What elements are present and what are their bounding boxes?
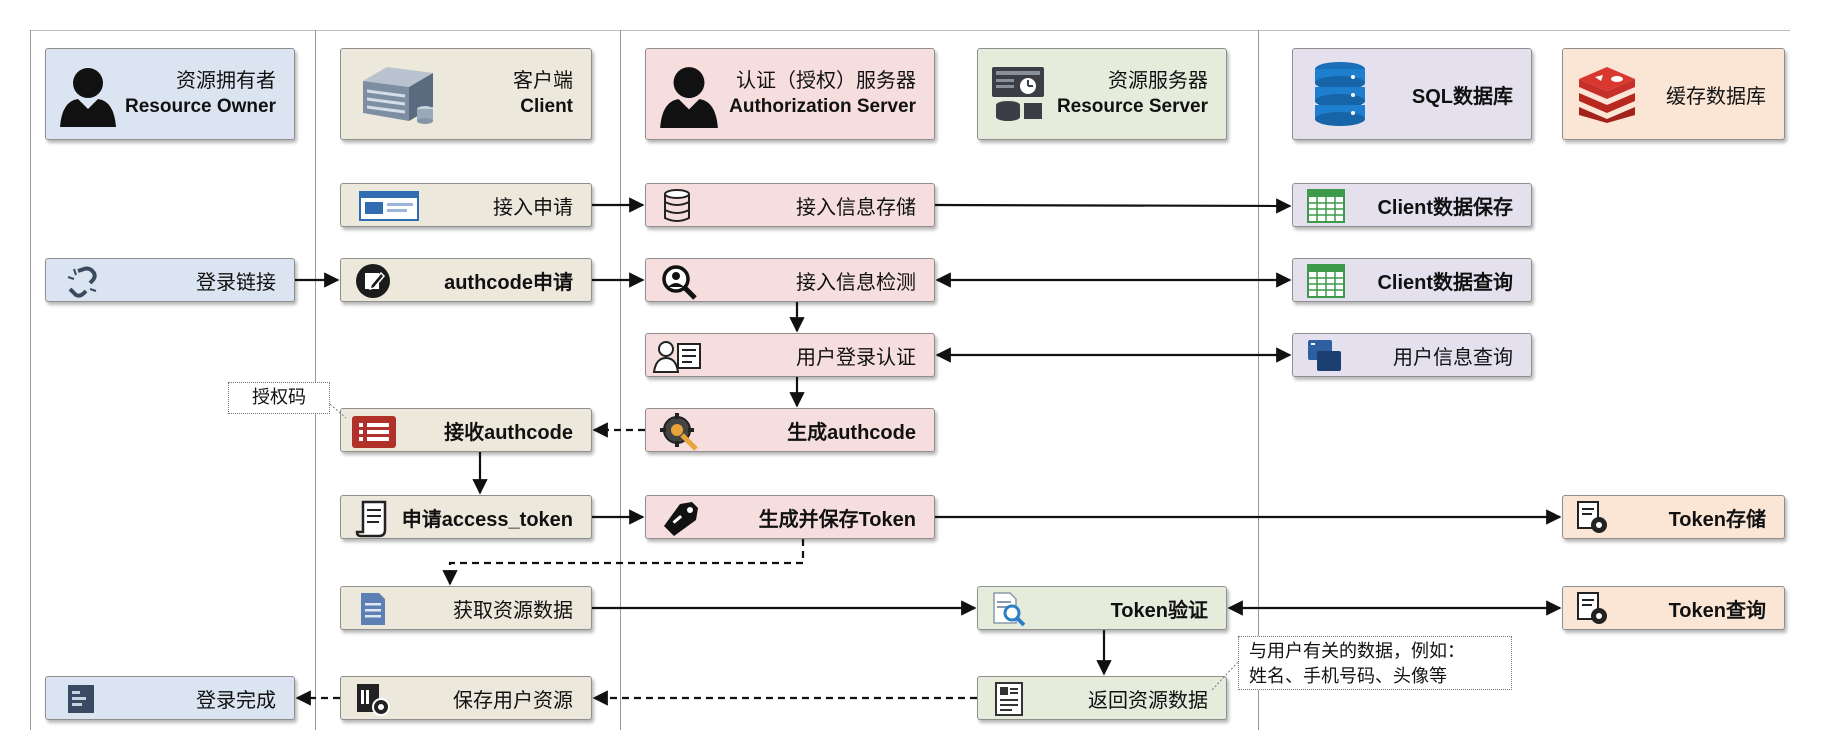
callout-text-line1: 与用户有关的数据，例如： xyxy=(1249,641,1465,662)
lane-header-resource-server: 资源服务器 Resource Server xyxy=(977,48,1227,140)
step-label: 用户登录认证 xyxy=(796,346,916,369)
step-return-resource: 返回资源数据 xyxy=(977,676,1227,720)
step-label: 接入信息检测 xyxy=(796,271,916,294)
step-get-resource: 获取资源数据 xyxy=(340,586,592,630)
browser-window-icon xyxy=(359,191,419,221)
lane-title-en: Authorization Server xyxy=(729,96,916,117)
redis-icon xyxy=(1579,67,1635,123)
arrow-store-to-client-save xyxy=(934,198,1292,214)
diagram-top-border xyxy=(30,30,1790,31)
step-label: 接收authcode xyxy=(444,421,573,444)
step-receive-authcode: 接收authcode xyxy=(340,408,592,452)
settings-doc-icon xyxy=(1577,592,1607,624)
step-label: 保存用户资源 xyxy=(453,689,573,712)
step-token-store: Token存储 xyxy=(1562,495,1785,539)
step-label: 用户信息查询 xyxy=(1393,346,1513,369)
step-label: 登录完成 xyxy=(196,689,276,712)
auth-code-callout: 授权码 xyxy=(228,382,330,414)
database-icon xyxy=(1315,62,1365,126)
step-label: 申请access_token xyxy=(401,508,573,531)
windows-stack-icon xyxy=(1308,340,1341,371)
callout-text-line2: 姓名、手机号码、头像等 xyxy=(1249,666,1447,687)
step-label: Client数据查询 xyxy=(1377,271,1513,294)
step-label: Token验证 xyxy=(1110,599,1208,622)
lane-title: SQL数据库 xyxy=(1411,85,1513,108)
document-icon xyxy=(361,593,385,625)
web-server-icon xyxy=(992,67,1044,121)
step-user-login-auth: 用户登录认证 xyxy=(645,333,935,377)
step-label: 生成并保存Token xyxy=(758,508,916,531)
code-file-icon xyxy=(68,685,94,713)
spreadsheet-icon xyxy=(1307,189,1345,223)
magnifier-user-icon xyxy=(662,265,697,300)
step-token-query: Token查询 xyxy=(1562,586,1785,630)
step-label: 登录链接 xyxy=(196,271,276,294)
callout-pointer xyxy=(329,403,347,419)
step-save-user-resource: 保存用户资源 xyxy=(340,676,592,720)
step-login-link: 登录链接 xyxy=(45,258,295,302)
step-label: 接入申请 xyxy=(493,196,573,219)
scroll-document-icon xyxy=(355,500,387,538)
lane-header-auth-server: 认证（授权）服务器 Authorization Server xyxy=(645,48,935,140)
step-label: Token查询 xyxy=(1668,599,1766,622)
lane-title-cn: 资源服务器 xyxy=(1108,70,1208,92)
search-document-icon xyxy=(993,592,1026,627)
gear-wrench-icon xyxy=(660,413,698,451)
lane-title-cn: 资源拥有者 xyxy=(176,70,276,92)
lane-divider xyxy=(620,30,621,730)
step-client-data-query: Client数据查询 xyxy=(1292,258,1532,302)
step-apply-token: 申请access_token xyxy=(340,495,592,539)
database-outline-icon xyxy=(664,189,690,222)
lane-title-en: Resource Owner xyxy=(125,96,276,117)
lane-divider xyxy=(30,30,31,730)
lane-header-client: 客户端 Client xyxy=(340,48,592,140)
step-login-done: 登录完成 xyxy=(45,676,295,720)
callout-text: 授权码 xyxy=(252,387,306,408)
lane-title-en: Resource Server xyxy=(1056,96,1208,117)
arrow-token-to-get-resource xyxy=(442,539,805,586)
user-icon xyxy=(60,68,116,127)
spreadsheet-icon xyxy=(1307,264,1345,298)
server-icon xyxy=(363,67,433,124)
step-authcode-apply: authcode申请 xyxy=(340,258,592,302)
user-data-callout: 与用户有关的数据，例如： 姓名、手机号码、头像等 xyxy=(1238,636,1512,690)
step-store-access-info: 接入信息存储 xyxy=(645,183,935,227)
lane-title-en: Client xyxy=(520,96,573,117)
lane-divider xyxy=(1258,30,1259,730)
step-access-apply: 接入申请 xyxy=(340,183,592,227)
step-token-verify: Token验证 xyxy=(977,586,1227,630)
receipt-icon xyxy=(995,682,1023,716)
step-generate-save-token: 生成并保存Token xyxy=(645,495,935,539)
callout-pointer xyxy=(1211,661,1239,691)
step-label: 生成authcode xyxy=(787,421,916,444)
step-label: Token存储 xyxy=(1668,508,1766,531)
key-tag-icon xyxy=(664,502,698,536)
user-icon xyxy=(660,67,718,128)
lane-header-sql-db: SQL数据库 xyxy=(1292,48,1532,140)
list-card-icon xyxy=(352,416,396,448)
settings-file-icon xyxy=(357,684,390,716)
step-client-data-save: Client数据保存 xyxy=(1292,183,1532,227)
settings-doc-icon xyxy=(1577,501,1607,533)
lane-title: 缓存数据库 xyxy=(1666,85,1766,108)
step-label: 接入信息存储 xyxy=(796,196,916,219)
lane-title-cn: 客户端 xyxy=(513,70,573,92)
step-label: 返回资源数据 xyxy=(1088,689,1208,712)
broken-link-icon xyxy=(67,266,97,298)
lane-header-resource-owner: 资源拥有者 Resource Owner xyxy=(45,48,295,140)
lane-header-cache-db: 缓存数据库 xyxy=(1562,48,1785,140)
step-label: authcode申请 xyxy=(444,271,573,294)
lane-divider xyxy=(315,30,316,730)
edit-icon xyxy=(356,264,390,298)
step-label: Client数据保存 xyxy=(1377,196,1513,219)
user-card-icon xyxy=(652,341,701,373)
step-check-access-info: 接入信息检测 xyxy=(645,258,935,302)
step-generate-authcode: 生成authcode xyxy=(645,408,935,452)
step-user-info-query: 用户信息查询 xyxy=(1292,333,1532,377)
step-label: 获取资源数据 xyxy=(453,599,573,622)
lane-title-cn: 认证（授权）服务器 xyxy=(736,70,916,92)
